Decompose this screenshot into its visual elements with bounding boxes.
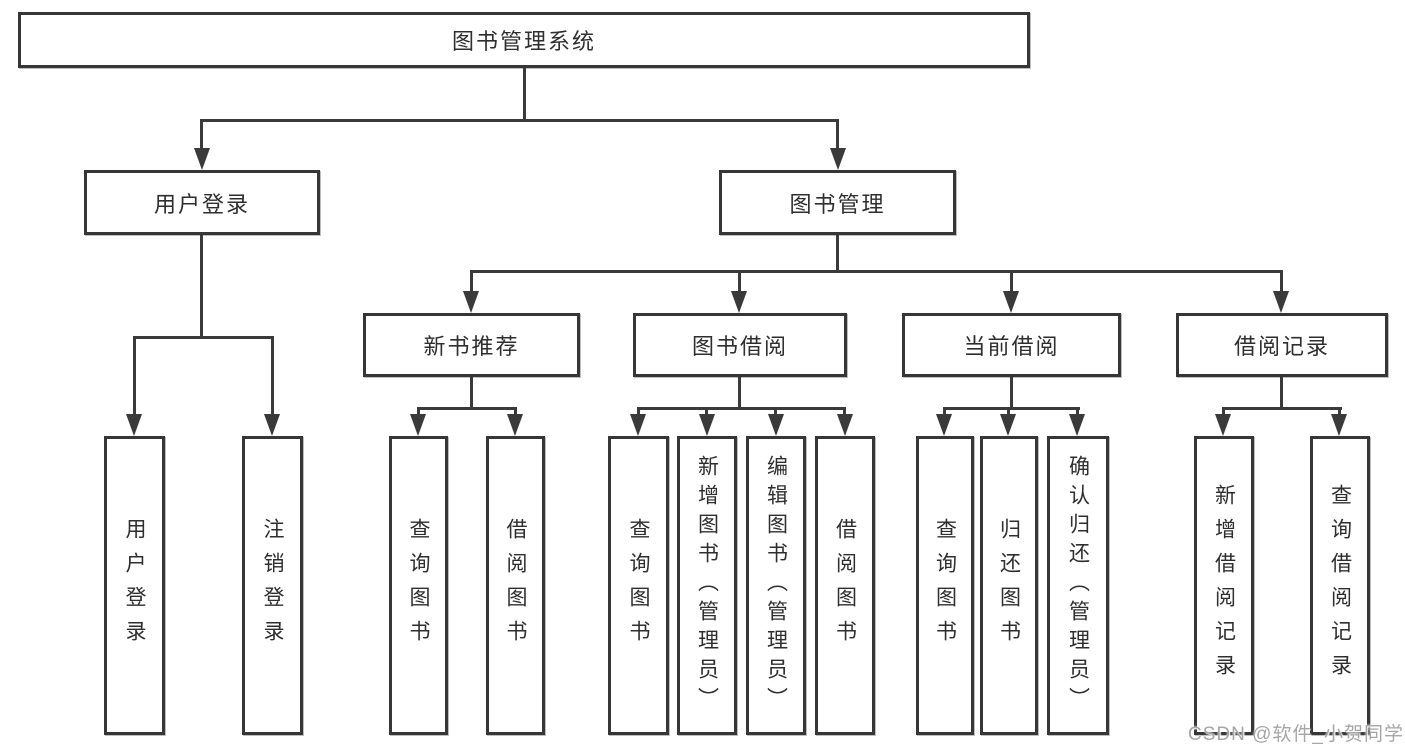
arrowhead — [1003, 291, 1019, 313]
arrowhead — [1273, 291, 1289, 313]
connector-line — [470, 270, 1283, 273]
arrowhead — [463, 291, 479, 313]
arrowhead — [507, 414, 523, 436]
leaf-cb-return-books: 归还图书 — [980, 436, 1038, 735]
leaf-bb-edit-books-label: 编辑图书（管理员） — [764, 455, 788, 716]
arrowhead — [768, 414, 784, 436]
arrowhead — [264, 414, 280, 436]
arrowhead — [731, 291, 747, 313]
leaf-logout-label: 注销登录 — [261, 517, 284, 654]
connector-line — [470, 377, 473, 409]
arrowhead — [1215, 414, 1231, 436]
node-book-mgmt-label: 图书管理 — [789, 191, 886, 217]
connector-line — [200, 119, 839, 122]
arrowhead — [699, 414, 715, 436]
connector-line — [271, 336, 274, 416]
leaf-rec-query-books: 查询图书 — [389, 436, 448, 735]
leaf-cb-query-books: 查询图书 — [916, 436, 974, 735]
node-book-borrow-label: 图书借阅 — [691, 334, 788, 359]
connector-line — [523, 68, 526, 121]
connector-line — [200, 235, 203, 338]
leaf-bb-add-books: 新增图书（管理员） — [677, 436, 737, 735]
leaf-br-add-record: 新增借阅记录 — [1194, 436, 1254, 735]
leaf-logout: 注销登录 — [242, 436, 303, 735]
connector-line — [1280, 377, 1283, 409]
arrowhead — [1331, 414, 1347, 436]
node-new-book-rec-label: 新书推荐 — [423, 334, 520, 359]
node-current-borrow-label: 当前借阅 — [963, 334, 1060, 359]
connector-line — [637, 407, 640, 417]
leaf-bb-edit-books: 编辑图书（管理员） — [746, 436, 806, 735]
leaf-cb-query-books-label: 查询图书 — [933, 517, 957, 654]
connector-line — [637, 407, 846, 410]
leaf-br-query-record-label: 查询借阅记录 — [1328, 483, 1352, 688]
leaf-bb-borrow-books-label: 借阅图书 — [833, 517, 857, 654]
leaf-bb-query-books-label: 查询图书 — [627, 517, 650, 654]
connector-line — [1280, 270, 1283, 295]
arrowhead — [630, 414, 646, 436]
leaf-rec-query-books-label: 查询图书 — [407, 517, 430, 654]
node-borrow-records-label: 借阅记录 — [1233, 334, 1330, 359]
connector-line — [1076, 407, 1079, 417]
connector-line — [943, 407, 1080, 410]
node-root-label: 图书管理系统 — [451, 29, 596, 54]
arrowhead — [1069, 414, 1085, 436]
connector-line — [1007, 407, 1010, 417]
connector-line — [1222, 407, 1342, 410]
connector-line — [514, 407, 517, 417]
node-new-book-rec: 新书推荐 — [363, 313, 580, 377]
connector-line — [1010, 270, 1013, 295]
leaf-cb-confirm-return: 确认归还（管理员） — [1047, 436, 1109, 735]
connector-line — [1010, 377, 1013, 409]
connector-line — [133, 336, 136, 416]
connector-line — [417, 407, 420, 417]
connector-line — [1338, 407, 1341, 417]
watermark: CSDN @软件_小贺同学 — [1188, 724, 1404, 745]
arrowhead — [936, 414, 952, 436]
leaf-bb-add-books-label: 新增图书（管理员） — [695, 455, 719, 716]
leaf-user-login-label: 用户登录 — [123, 517, 146, 654]
connector-line — [705, 407, 708, 417]
connector-line — [836, 235, 839, 272]
leaf-br-add-record-label: 新增借阅记录 — [1212, 483, 1236, 688]
leaf-br-query-record: 查询借阅记录 — [1310, 436, 1370, 735]
node-root: 图书管理系统 — [18, 12, 1030, 68]
node-current-borrow: 当前借阅 — [902, 313, 1121, 377]
connector-line — [843, 407, 846, 417]
leaf-rec-borrow-books-label: 借阅图书 — [504, 517, 527, 654]
leaf-bb-borrow-books: 借阅图书 — [815, 436, 875, 735]
arrowhead — [837, 414, 853, 436]
connector-line — [836, 119, 839, 152]
node-user-login: 用户登录 — [84, 170, 320, 235]
node-borrow-records: 借阅记录 — [1176, 313, 1388, 377]
arrowhead — [830, 148, 846, 170]
connector-line — [738, 377, 741, 409]
arrowhead — [126, 414, 142, 436]
connector-line — [774, 407, 777, 417]
connector-line — [1222, 407, 1225, 417]
node-user-login-label: 用户登录 — [153, 191, 250, 217]
node-book-mgmt: 图书管理 — [719, 170, 956, 235]
connector-line — [417, 407, 517, 410]
leaf-cb-return-books-label: 归还图书 — [997, 517, 1021, 654]
leaf-bb-query-books: 查询图书 — [608, 436, 669, 735]
connector-line — [943, 407, 946, 417]
connector-line — [133, 336, 274, 339]
connector-line — [470, 270, 473, 295]
connector-line — [200, 119, 203, 152]
leaf-user-login: 用户登录 — [104, 436, 165, 735]
leaf-cb-confirm-return-label: 确认归还（管理员） — [1066, 455, 1090, 716]
leaf-rec-borrow-books: 借阅图书 — [486, 436, 545, 735]
arrowhead — [194, 148, 210, 170]
arrowhead — [1000, 414, 1016, 436]
node-book-borrow: 图书借阅 — [633, 313, 847, 377]
arrowhead — [410, 414, 426, 436]
connector-line — [738, 270, 741, 295]
